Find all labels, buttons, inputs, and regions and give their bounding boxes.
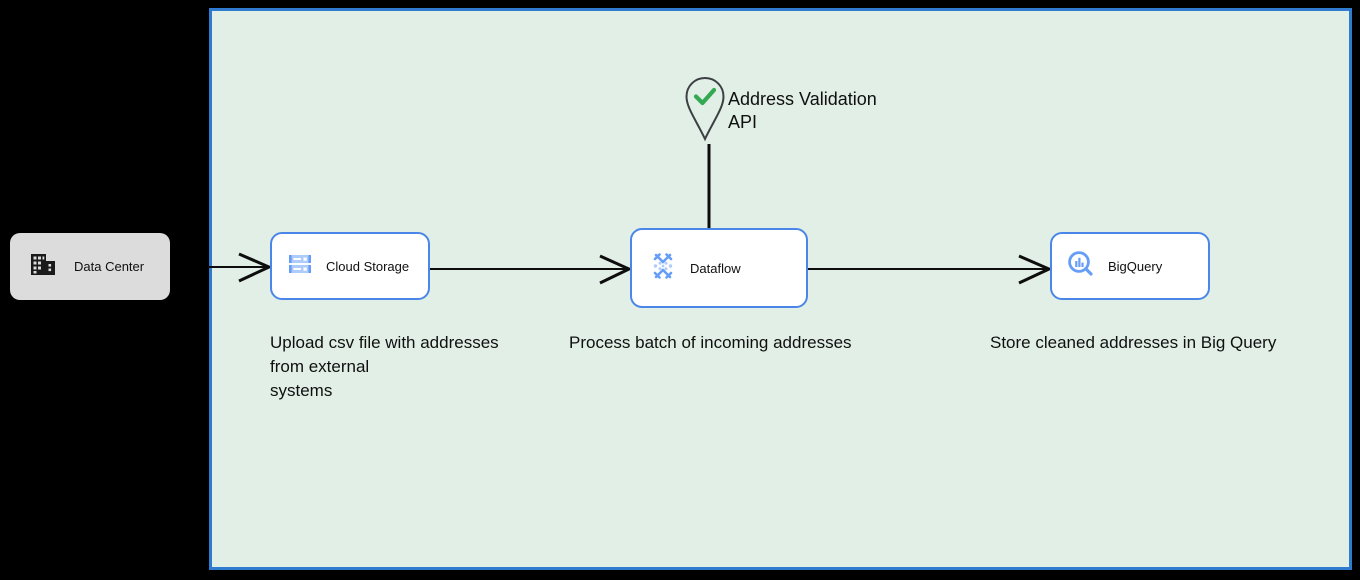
caption-upload-csv: Upload csv file with addresses from exte… <box>270 333 499 400</box>
caption-store-cleaned: Store cleaned addresses in Big Query <box>990 333 1277 352</box>
node-data-center[interactable]: Data Center <box>10 233 170 300</box>
bigquery-icon <box>1066 249 1096 284</box>
node-label-dataflow: Dataflow <box>690 260 741 276</box>
node-label-cloud-storage: Cloud Storage <box>326 258 410 274</box>
dataflow-icon <box>648 251 678 286</box>
node-label-address-validation-api: Address Validation API <box>728 89 877 132</box>
data-center-icon <box>28 249 58 284</box>
node-dataflow[interactable]: Dataflow <box>630 228 808 308</box>
cloud-storage-icon <box>286 250 314 283</box>
node-label-data-center: Data Center <box>74 259 145 274</box>
node-label-bigquery: BigQuery <box>1108 258 1163 274</box>
node-bigquery[interactable]: BigQuery <box>1050 232 1210 300</box>
node-cloud-storage[interactable]: Cloud Storage <box>270 232 430 300</box>
map-pin-check-icon <box>684 76 726 147</box>
node-address-validation-api[interactable]: Address Validation API <box>684 76 934 146</box>
caption-process-batch: Process batch of incoming addresses <box>569 333 852 352</box>
